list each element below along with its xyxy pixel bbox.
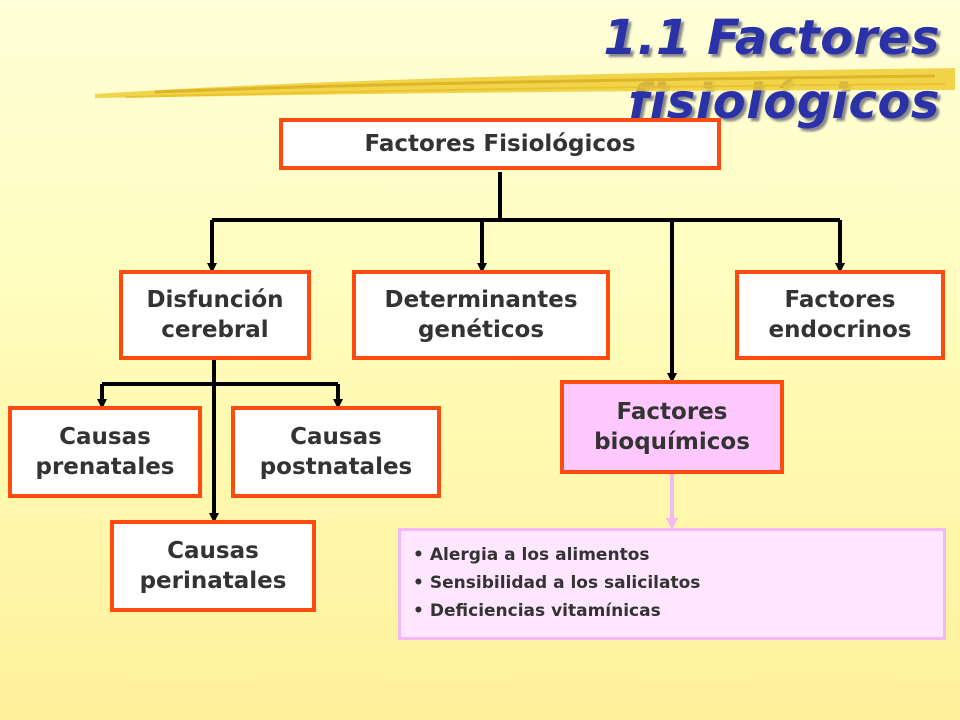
list-item: Alergia a los alimentos — [413, 541, 943, 569]
list-item: Deficiencias vitamínicas — [413, 597, 943, 625]
bioquimicos-list-box: Alergia a los alimentos Sensibilidad a l… — [398, 528, 946, 640]
node-factores-bioquimicos: Factores bioquímicos — [560, 380, 784, 474]
list-item: Sensibilidad a los salicilatos — [413, 569, 943, 597]
title-brush-stroke — [95, 68, 955, 98]
bioquimicos-list: Alergia a los alimentos Sensibilidad a l… — [413, 541, 943, 625]
node-factores-endocrinos: Factores endocrinos — [735, 270, 945, 360]
node-causas-perinatales: Causas perinatales — [110, 520, 316, 612]
node-causas-postnatales: Causas postnatales — [231, 406, 441, 498]
node-causas-prenatales: Causas prenatales — [8, 406, 202, 498]
node-factores-fisiologicos: Factores Fisiológicos — [279, 118, 721, 170]
node-determinantes-geneticos: Determinantes genéticos — [352, 270, 610, 360]
node-disfuncion-cerebral: Disfunción cerebral — [119, 270, 311, 360]
